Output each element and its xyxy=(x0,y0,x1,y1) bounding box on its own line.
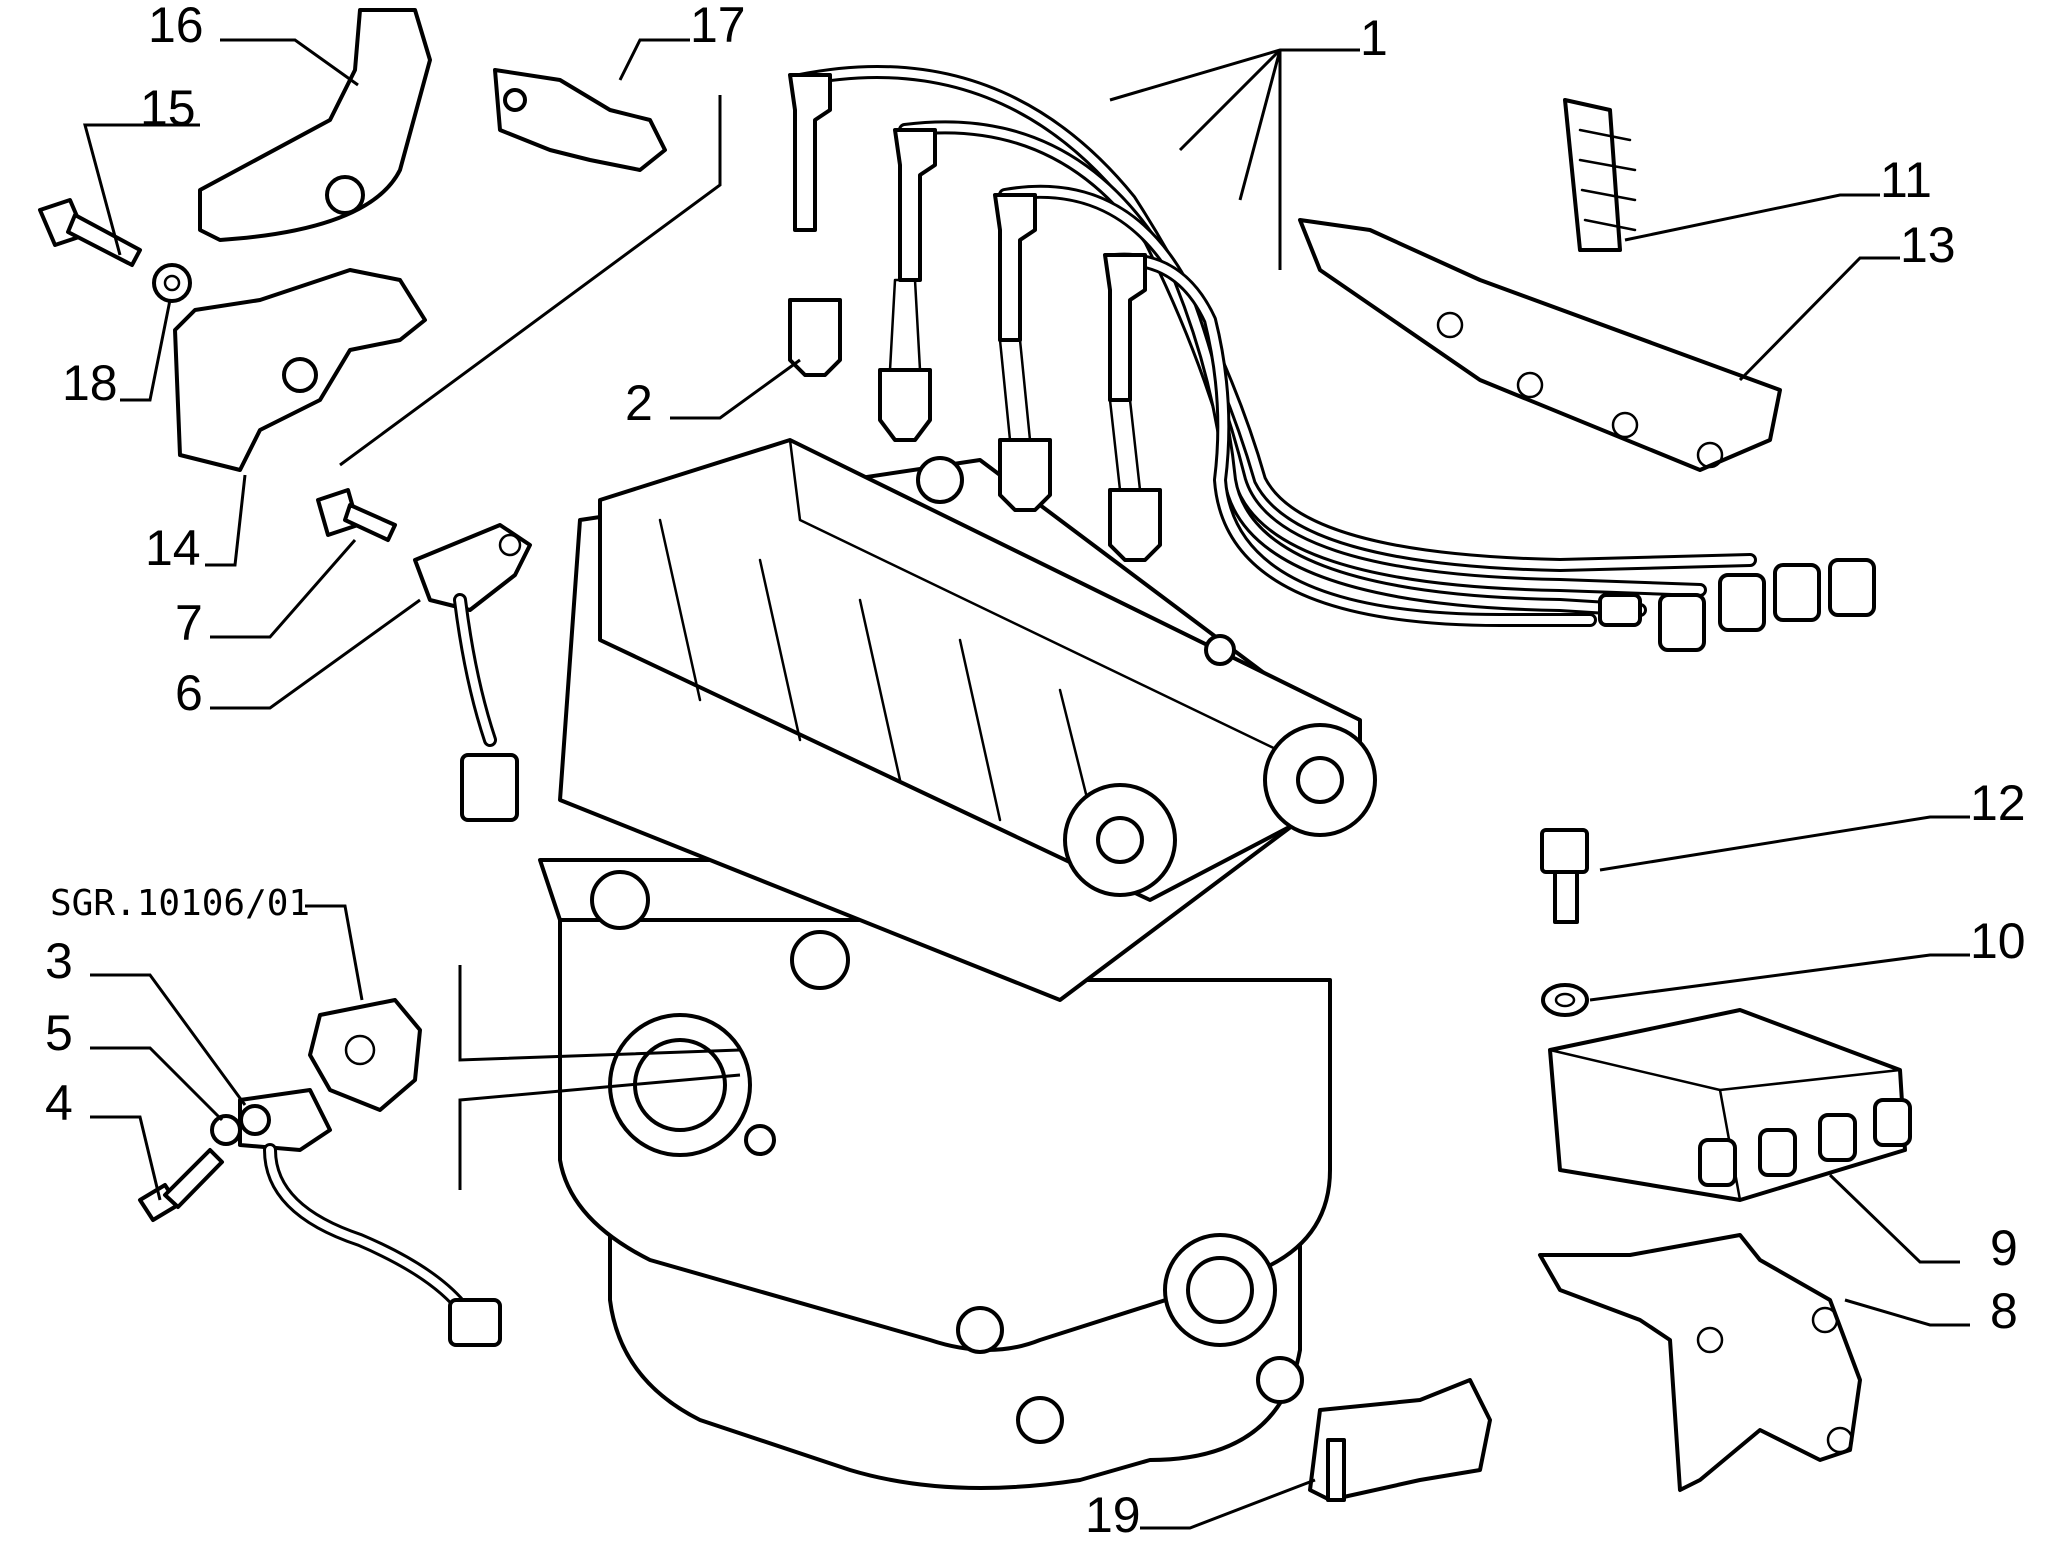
callout-7: 7 xyxy=(175,595,203,651)
part-17-bracket xyxy=(493,68,667,172)
callout-6: 6 xyxy=(175,665,203,721)
part-19-bracket xyxy=(1308,1378,1492,1502)
callout-12: 12 xyxy=(1970,775,2026,831)
part-15-bolt xyxy=(38,198,142,267)
callout-19: 19 xyxy=(1085,1487,1141,1543)
callout-15: 15 xyxy=(140,80,196,136)
leader-lines xyxy=(83,38,1970,1530)
callout-10: 10 xyxy=(1970,913,2026,969)
part-12-bolt xyxy=(1540,828,1589,924)
part-10-washer xyxy=(1541,983,1589,1017)
engine-block xyxy=(458,438,1377,1490)
callout-3: 3 xyxy=(45,933,73,989)
callout-1: 1 xyxy=(1360,10,1388,66)
callout-2: 2 xyxy=(625,375,653,431)
callout-16: 16 xyxy=(148,0,204,53)
ht-leads xyxy=(788,65,1876,652)
callout-5: 5 xyxy=(45,1005,73,1061)
spark-plugs xyxy=(788,278,1162,562)
part-18-washer xyxy=(152,263,192,303)
callout-18: 18 xyxy=(62,355,118,411)
callout-4: 4 xyxy=(45,1075,73,1131)
part-5-washer xyxy=(210,1114,242,1146)
part-13-rail xyxy=(1298,218,1782,472)
drawing-reference: SGR.10106/01 xyxy=(50,883,310,924)
callout-11: 11 xyxy=(1880,152,1932,208)
part-16-cover xyxy=(198,8,432,242)
part-6-sensor xyxy=(413,523,532,822)
callout-14: 14 xyxy=(145,520,201,576)
sgr-bracket xyxy=(308,998,422,1112)
part-8-bracket xyxy=(1538,1233,1862,1492)
part-4-screw xyxy=(138,1148,224,1222)
part-9-coil xyxy=(1548,1008,1912,1202)
callout-labels: 16 17 1 15 11 13 18 2 14 7 6 12 SGR.1010… xyxy=(45,0,2026,1543)
part-7-bolt xyxy=(316,488,397,542)
callout-13: 13 xyxy=(1900,217,1956,273)
callout-9: 9 xyxy=(1990,1220,2018,1276)
part-11-clip xyxy=(1563,98,1637,252)
callout-17: 17 xyxy=(690,0,746,53)
callout-8: 8 xyxy=(1990,1283,2018,1339)
part-3-sensor xyxy=(238,1088,502,1347)
